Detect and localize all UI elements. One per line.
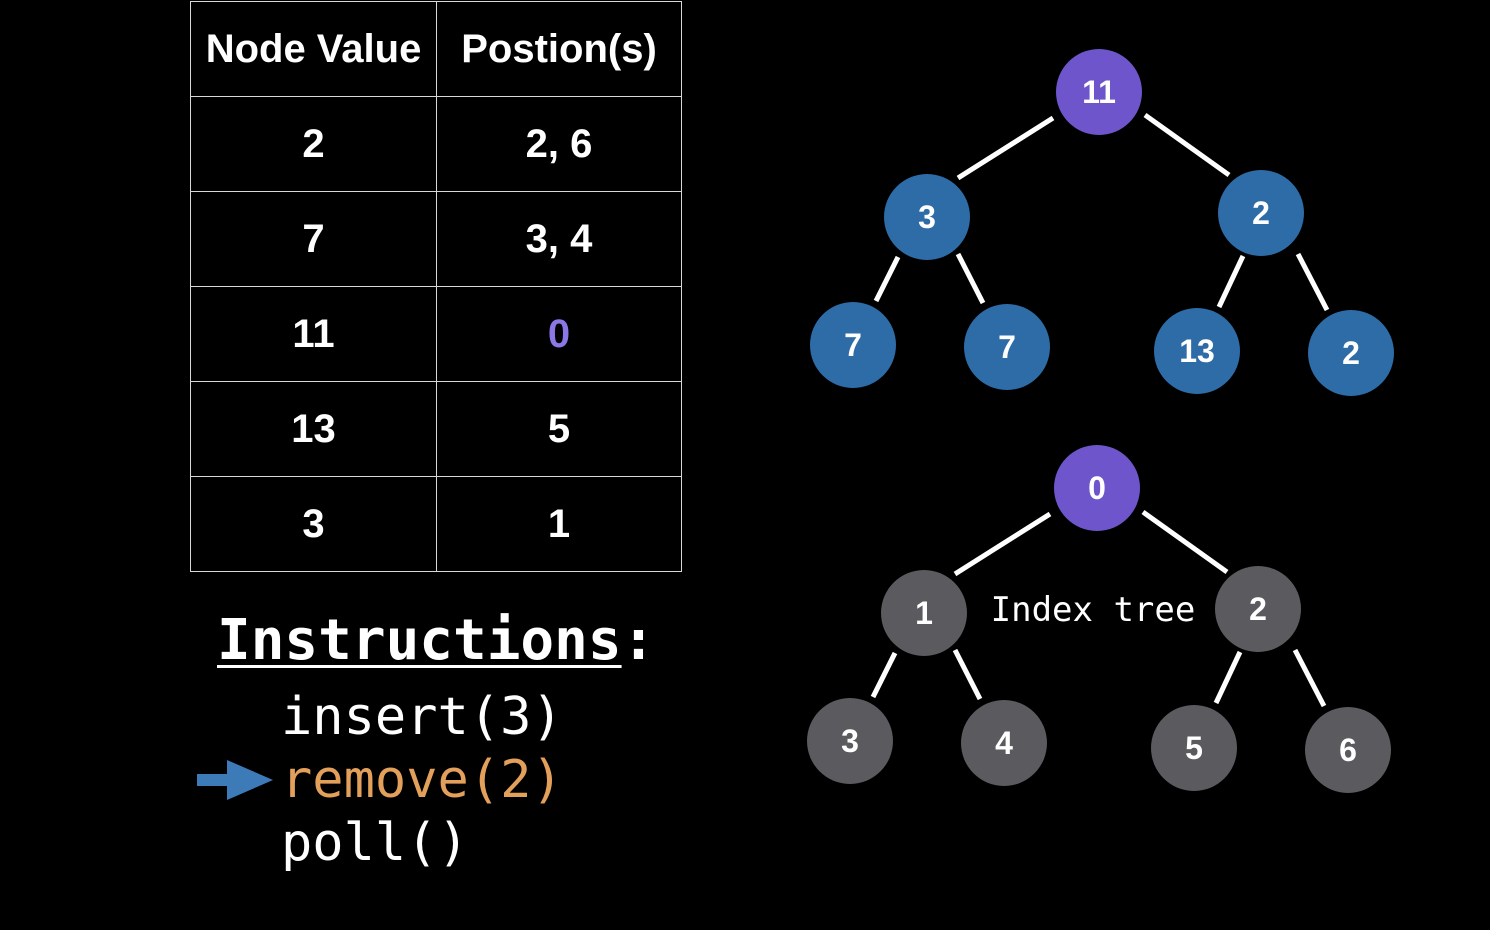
node-label: 2 xyxy=(1342,335,1360,371)
node-circle xyxy=(1154,308,1240,394)
header-positions: Postion(s) xyxy=(436,1,682,97)
tree-node: 2 xyxy=(1218,170,1304,256)
cell-node-value: 11 xyxy=(190,286,437,382)
node-circle xyxy=(807,698,893,784)
edge xyxy=(953,511,1052,577)
node-label: 2 xyxy=(1252,195,1270,231)
node-label: 11 xyxy=(1082,74,1116,110)
node-label: 3 xyxy=(841,723,859,759)
instruction-remove: remove(2) xyxy=(281,750,563,810)
value-tree: 11 3 2 7 7 13 2 xyxy=(810,49,1394,396)
edge xyxy=(1143,112,1231,178)
node-circle xyxy=(1218,170,1304,256)
node-circle xyxy=(1305,707,1391,793)
cell-positions: 2, 6 xyxy=(436,96,682,192)
node-label: 13 xyxy=(1179,333,1215,369)
tree-node: 4 xyxy=(961,700,1047,786)
node-circle xyxy=(964,304,1050,390)
cell-positions: 1 xyxy=(436,476,682,572)
node-label: 0 xyxy=(1088,470,1106,506)
tree-node: 2 xyxy=(1308,310,1394,396)
edge xyxy=(1213,650,1243,705)
edge xyxy=(1141,509,1229,575)
node-label: 4 xyxy=(995,725,1013,761)
node-circle xyxy=(1151,705,1237,791)
edge xyxy=(1295,252,1330,312)
node-label: 1 xyxy=(915,595,933,631)
instructions-heading: Instructions: xyxy=(217,606,655,676)
cell-node-value: 2 xyxy=(190,96,437,192)
instruction-insert: insert(3) xyxy=(281,687,563,747)
value-tree-edges xyxy=(873,112,1330,312)
table-row: 7 3, 4 xyxy=(190,191,682,287)
index-tree-label: Index tree xyxy=(991,590,1196,630)
edge xyxy=(955,252,986,305)
table-row: 3 1 xyxy=(190,476,682,572)
cell-positions: 3, 4 xyxy=(436,191,682,287)
node-circle xyxy=(1308,310,1394,396)
table-row: 13 5 xyxy=(190,381,682,477)
cell-positions: 5 xyxy=(436,381,682,477)
tree-node: 7 xyxy=(810,302,896,388)
node-circle xyxy=(881,570,967,656)
cell-node-value: 3 xyxy=(190,476,437,572)
edge xyxy=(952,648,983,701)
table-header-row: Node Value Postion(s) xyxy=(190,1,682,97)
tree-node: 7 xyxy=(964,304,1050,390)
index-tree: 0 1 2 3 4 5 6 Index tree xyxy=(807,445,1391,793)
node-label: 6 xyxy=(1339,732,1357,768)
tree-node: 3 xyxy=(884,174,970,260)
edge xyxy=(956,115,1055,181)
table-row: 2 2, 6 xyxy=(190,96,682,192)
edge xyxy=(873,255,901,303)
cell-node-value: 13 xyxy=(190,381,437,477)
node-circle xyxy=(810,302,896,388)
node-label: 7 xyxy=(844,327,862,363)
node-label: 2 xyxy=(1249,591,1267,627)
instruction-poll: poll() xyxy=(281,813,469,873)
instructions-title: Instructions xyxy=(217,608,622,673)
index-tree-edges xyxy=(870,509,1327,708)
node-circle xyxy=(1215,566,1301,652)
table-row: 11 0 xyxy=(190,286,682,382)
node-label: 3 xyxy=(918,199,936,235)
node-circle xyxy=(1054,445,1140,531)
node-label: 5 xyxy=(1185,730,1203,766)
header-node-value: Node Value xyxy=(190,1,437,97)
tree-node: 6 xyxy=(1305,707,1391,793)
tree-node: 3 xyxy=(807,698,893,784)
tree-node: 5 xyxy=(1151,705,1237,791)
node-circle xyxy=(1056,49,1142,135)
tree-node-root: 11 xyxy=(1056,49,1142,135)
edge xyxy=(1292,648,1327,708)
tree-node: 1 xyxy=(881,570,967,656)
node-circle xyxy=(884,174,970,260)
tree-node: 2 xyxy=(1215,566,1301,652)
edge xyxy=(870,651,898,699)
node-circle xyxy=(961,700,1047,786)
tree-node-root: 0 xyxy=(1054,445,1140,531)
instructions-colon: : xyxy=(621,608,656,673)
node-position-table: Node Value Postion(s) 2 2, 6 7 3, 4 11 0… xyxy=(190,1,682,572)
arrow-right-icon xyxy=(197,760,273,800)
edge xyxy=(1216,254,1246,309)
tree-node: 13 xyxy=(1154,308,1240,394)
node-label: 7 xyxy=(998,329,1016,365)
